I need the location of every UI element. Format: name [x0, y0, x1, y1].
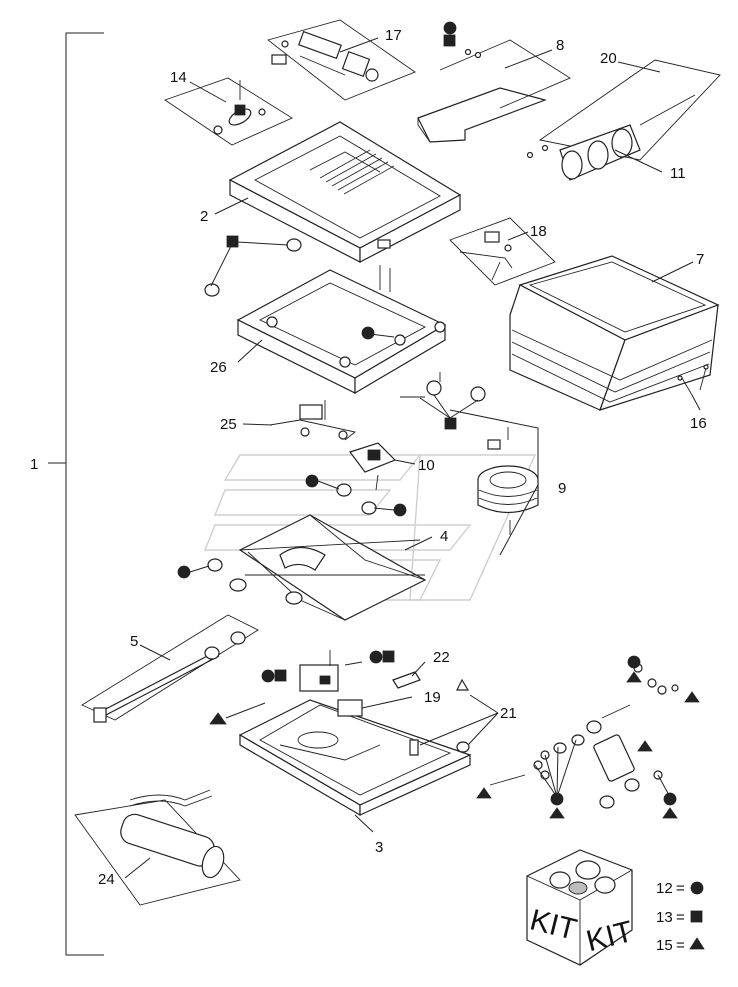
callout-22: 22	[433, 649, 450, 666]
callout-20: 20	[600, 50, 617, 67]
circle-icon	[690, 881, 704, 895]
part-5-shaft	[81, 614, 259, 723]
callout-7: 7	[696, 251, 704, 268]
callout-1: 1	[30, 456, 38, 473]
callout-21: 21	[500, 705, 517, 722]
bushings-center	[400, 372, 486, 402]
callout-labels: 1 17 14 8 20 11 2 18 7 26 16 25 10 9 4 5…	[30, 27, 707, 888]
part-shock-absorber	[489, 663, 679, 809]
part-7-bellows	[509, 255, 720, 411]
bushings-lower	[207, 483, 377, 572]
part-22-latch	[344, 661, 421, 689]
part-26-sub-frame	[236, 265, 447, 395]
callout-11: 11	[670, 165, 686, 182]
leader-lines	[124, 37, 694, 879]
part-14-handle	[164, 77, 293, 146]
part-19-bracket	[299, 650, 363, 717]
triangle-icon	[689, 937, 705, 950]
callout-26: 26	[210, 359, 227, 376]
legend-number-15: 15	[656, 937, 673, 954]
callout-17: 17	[385, 27, 402, 44]
kit-box: KIT KIT	[526, 849, 636, 966]
part-21-bumpers	[409, 678, 470, 756]
part-18-linkage	[449, 217, 556, 286]
callout-16: 16	[690, 415, 707, 432]
callout-5: 5	[130, 633, 138, 650]
legend-number-12: 12	[656, 880, 673, 897]
callout-24: 24	[98, 871, 115, 888]
legend-equals-15: =	[676, 937, 685, 954]
callout-2: 2	[200, 208, 208, 225]
part-2-top-frame	[228, 121, 462, 263]
legend-equals-12: =	[676, 880, 685, 897]
part-25-lever	[269, 400, 357, 441]
callout-18: 18	[530, 223, 547, 240]
watermark-logo	[203, 454, 537, 601]
part-11-switches	[526, 59, 721, 181]
part-8-plate	[417, 39, 571, 143]
part-4-scissor	[229, 514, 427, 621]
callout-9: 9	[558, 480, 566, 497]
callout-8: 8	[556, 37, 564, 54]
grommets-upper	[204, 238, 302, 297]
legend-number-13: 13	[656, 909, 673, 926]
symbol-legend: 12 = 13 = 15 =	[656, 880, 705, 954]
callout-25: 25	[220, 416, 237, 433]
symbol-markers	[177, 21, 700, 819]
callout-3: 3	[375, 839, 383, 856]
part-9-air-spring	[449, 409, 539, 556]
callout-14: 14	[170, 69, 187, 86]
callout-4: 4	[440, 528, 448, 545]
part-3-base	[238, 699, 472, 817]
part-10-valve	[349, 442, 397, 491]
callout-19: 19	[424, 689, 441, 706]
part-17-actuator	[267, 19, 416, 101]
part-24-tank	[74, 789, 241, 906]
callout-10: 10	[418, 457, 435, 474]
legend-equals-13: =	[676, 909, 685, 926]
main-bracket	[48, 32, 104, 956]
square-icon	[690, 910, 703, 923]
part-16-pins	[677, 364, 709, 411]
